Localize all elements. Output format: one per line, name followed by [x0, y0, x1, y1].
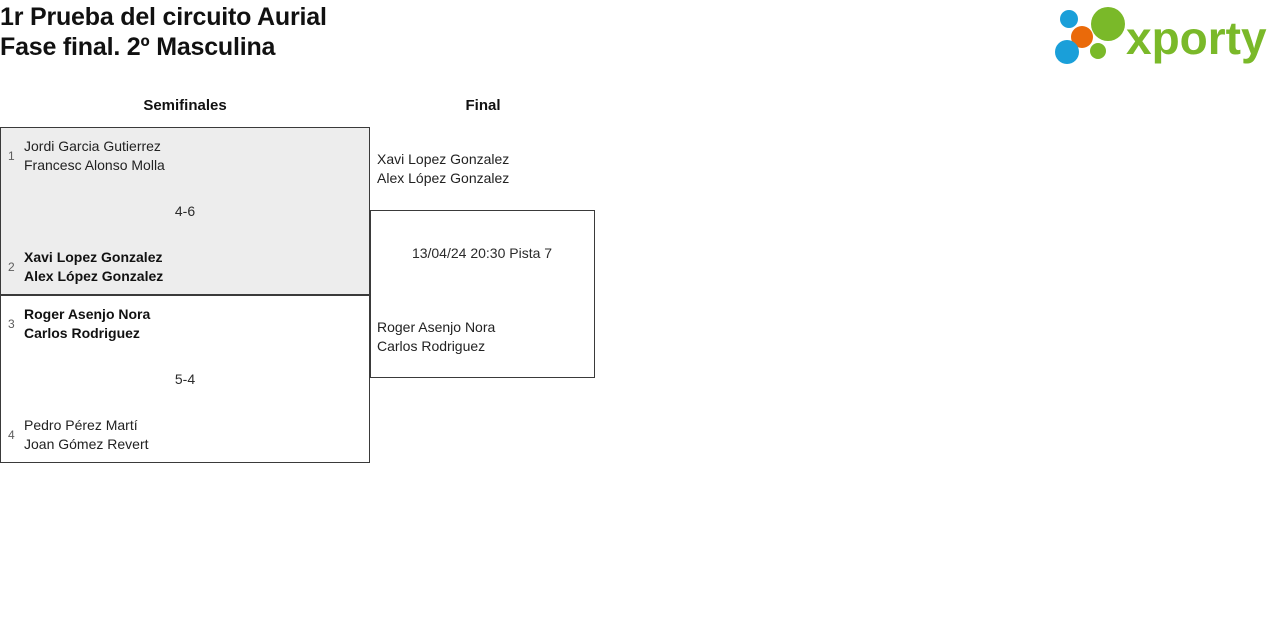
logo-dot-orange — [1071, 26, 1093, 48]
competitor-semifinal-2-bottom[interactable]: 4 Pedro Pérez Martí Joan Gómez Revert — [8, 416, 149, 454]
competitor-semifinal-1-top[interactable]: 1 Jordi Garcia Gutierrez Francesc Alonso… — [8, 137, 165, 175]
match-box-final[interactable] — [370, 210, 595, 378]
player-name-1: Xavi Lopez Gonzalez — [377, 151, 510, 167]
score-semifinal-1: 4-6 — [174, 203, 196, 219]
seed-number: 4 — [8, 428, 15, 442]
seed-number: 1 — [8, 149, 15, 163]
score-semifinal-2: 5-4 — [174, 371, 196, 387]
player-name-1: Roger Asenjo Nora — [377, 319, 496, 335]
player-name-2: Carlos Rodriguez — [24, 325, 140, 341]
page-title-line2: Fase final. 2º Masculina — [0, 33, 276, 61]
page-title: 1r Prueba del circuito Aurial Fase final… — [0, 2, 327, 62]
match-box-semifinal-2[interactable] — [0, 295, 370, 463]
xporty-logo-svg: xporty — [1055, 7, 1267, 64]
logo-dot-green-large — [1091, 7, 1125, 41]
player-name-1: Roger Asenjo Nora — [24, 306, 151, 322]
player-name-2: Francesc Alonso Molla — [24, 157, 165, 173]
player-name-1: Pedro Pérez Martí — [24, 417, 138, 433]
match-box-semifinal-1[interactable] — [0, 127, 370, 295]
competitor-names: Roger Asenjo Nora Carlos Rodriguez — [24, 305, 150, 343]
xporty-logo: xporty — [1050, 6, 1272, 66]
player-name-1: Jordi Garcia Gutierrez — [24, 138, 161, 154]
player-name-2: Alex López Gonzalez — [377, 170, 510, 186]
competitor-names: Xavi Lopez Gonzalez Alex López Gonzalez — [24, 248, 163, 286]
competitor-semifinal-2-top[interactable]: 3 Roger Asenjo Nora Carlos Rodriguez — [8, 305, 150, 343]
logo-dot-blue-large — [1055, 40, 1079, 64]
competitor-names: Jordi Garcia Gutierrez Francesc Alonso M… — [24, 137, 165, 175]
player-name-2: Carlos Rodriguez — [377, 338, 486, 354]
round-header-final: Final — [465, 97, 501, 114]
competitor-semifinal-1-bottom[interactable]: 2 Xavi Lopez Gonzalez Alex López Gonzale… — [8, 248, 163, 286]
logo-dot-blue-small — [1060, 10, 1078, 28]
competitor-final-top[interactable]: Xavi Lopez Gonzalez Alex López Gonzalez — [377, 150, 509, 188]
round-header-semifinals: Semifinales — [143, 97, 227, 114]
logo-dot-green-small — [1090, 43, 1106, 59]
logo-wordmark: xporty — [1126, 12, 1267, 64]
player-name-2: Joan Gómez Revert — [24, 436, 149, 452]
seed-number: 2 — [8, 260, 15, 274]
player-name-1: Xavi Lopez Gonzalez — [24, 249, 163, 265]
final-match-info: 13/04/24 20:30 Pista 7 — [411, 245, 553, 261]
competitor-names: Pedro Pérez Martí Joan Gómez Revert — [24, 416, 149, 454]
seed-number: 3 — [8, 317, 15, 331]
page-title-line1: 1r Prueba del circuito Aurial — [0, 3, 327, 31]
competitor-final-bottom[interactable]: Roger Asenjo Nora Carlos Rodriguez — [377, 318, 495, 356]
player-name-2: Alex López Gonzalez — [24, 268, 164, 284]
